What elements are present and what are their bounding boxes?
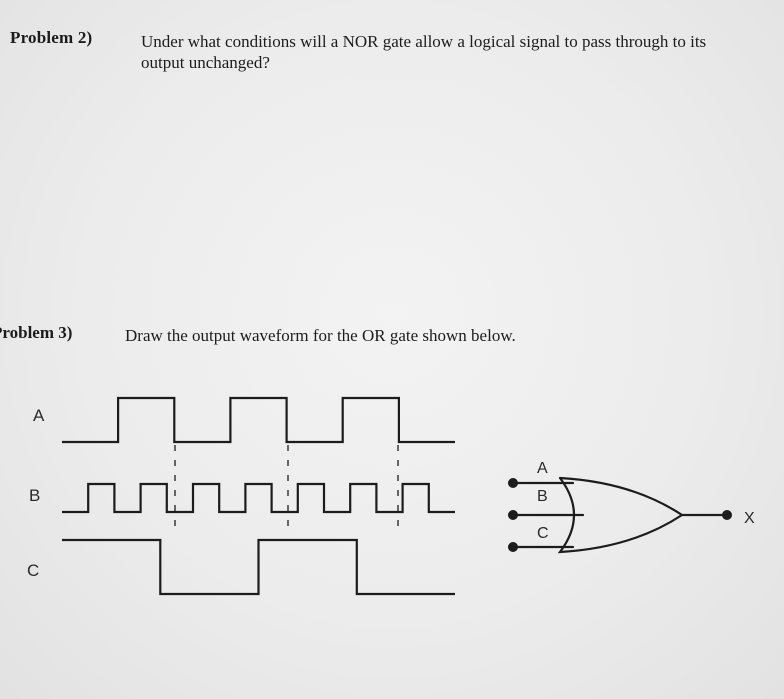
waveform-label-c: C bbox=[27, 561, 40, 580]
problem-2-question-line-2: output unchanged? bbox=[141, 53, 270, 72]
input-terminal-b bbox=[508, 510, 518, 520]
waveform-label-a: A bbox=[33, 406, 45, 425]
waveform-b bbox=[62, 482, 455, 514]
gate-input-label-b: B bbox=[537, 488, 548, 505]
waveform-a bbox=[62, 396, 455, 444]
gate-output-label-x: X bbox=[744, 510, 755, 527]
waveform-c bbox=[62, 538, 455, 596]
input-terminal-a bbox=[508, 478, 518, 488]
or-gate-body bbox=[557, 476, 684, 554]
waveform-label-b: B bbox=[29, 486, 41, 505]
gate-input-label-a: A bbox=[537, 460, 548, 477]
problem-2-question-line-1: Under what conditions will a NOR gate al… bbox=[141, 32, 707, 51]
output-terminal-x bbox=[722, 510, 732, 520]
problem-3-question: Draw the output waveform for the OR gate… bbox=[125, 326, 516, 345]
problem-3-label: Problem 3) bbox=[0, 323, 73, 342]
input-terminal-c bbox=[508, 542, 518, 552]
problem-2-label: Problem 2) bbox=[10, 28, 93, 47]
gate-input-label-c: C bbox=[537, 525, 549, 542]
